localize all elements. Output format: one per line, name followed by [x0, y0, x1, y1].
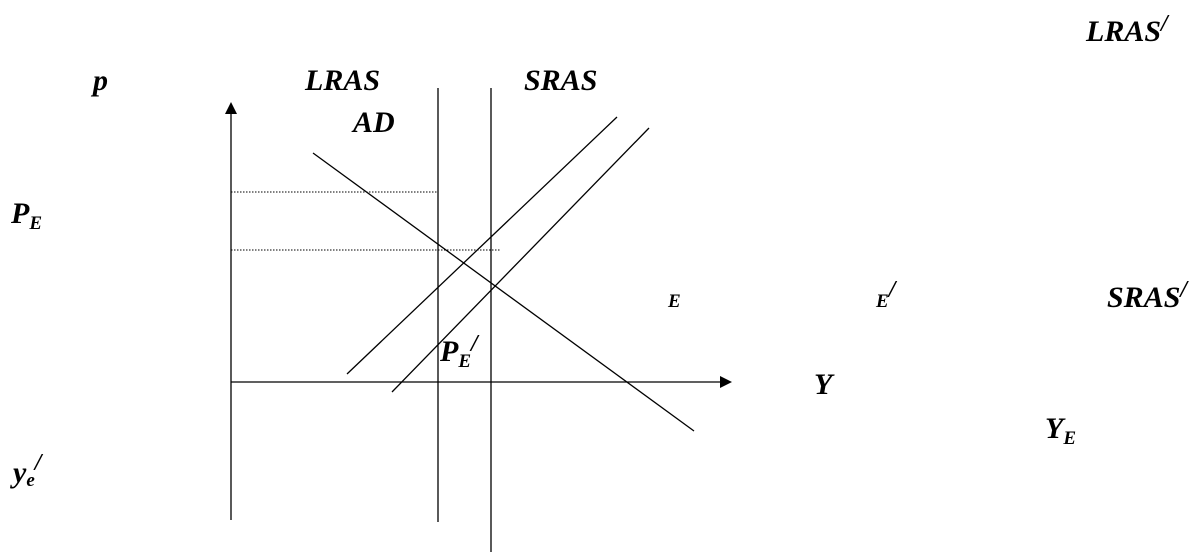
ad-label: AD [351, 106, 395, 139]
pe-prime-label: PE/ [439, 331, 480, 372]
sras-prime-curve [391, 127, 650, 393]
sras-prime-label: SRAS/ [1107, 277, 1189, 314]
sras-curve [346, 116, 618, 375]
lras-label: LRAS [304, 64, 380, 97]
pe-label: PE [10, 197, 42, 234]
ad-curve [312, 152, 695, 432]
ye-prime-label: ye/ [10, 450, 44, 491]
ye-label: YE [1045, 412, 1076, 449]
lras-prime-label: LRAS/ [1085, 11, 1170, 48]
sras-label: SRAS [524, 64, 597, 97]
equilibrium-e-prime-label: E/ [875, 277, 898, 312]
output-axis-label: Y [814, 368, 835, 401]
equilibrium-e-label: E [667, 291, 681, 312]
price-axis-label: p [90, 64, 108, 97]
